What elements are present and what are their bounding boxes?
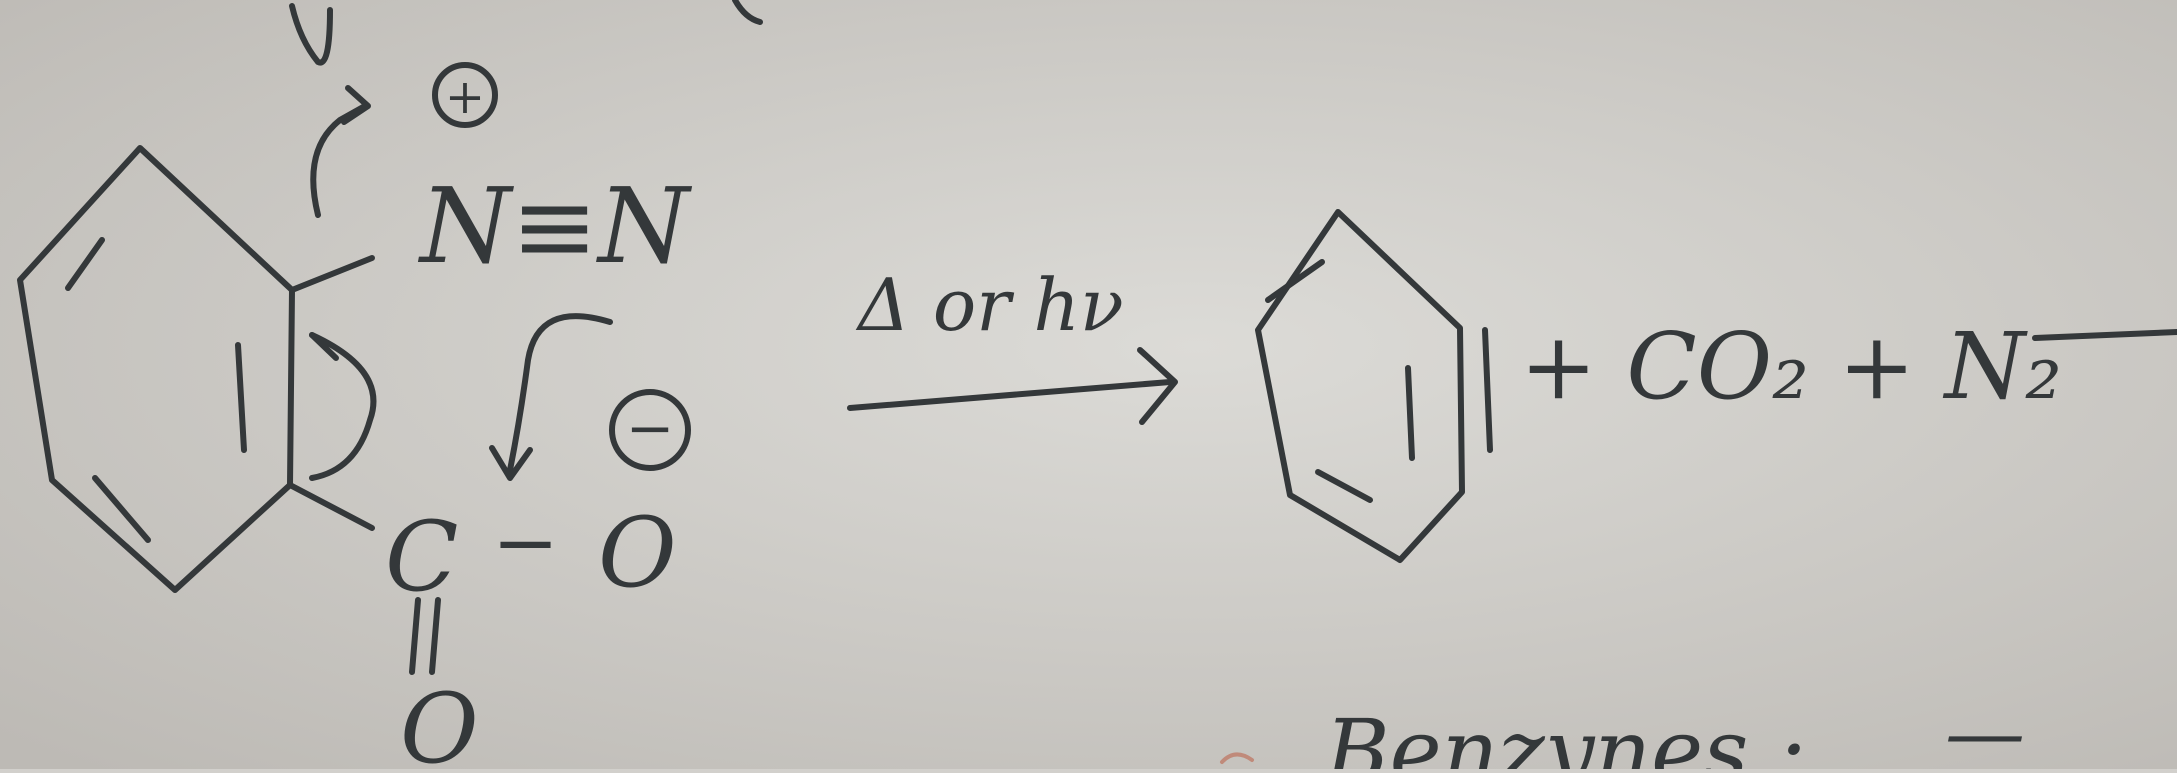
reaction-arrow-line — [847, 379, 1173, 411]
negative-charge: − — [626, 394, 675, 462]
curved-arrow-to-cation — [310, 103, 368, 218]
curved-arrow-head-2 — [309, 332, 339, 361]
benzyne-product — [1255, 209, 1493, 563]
carbonyl-oxygen: O — [400, 673, 479, 769]
diazonium-group: N≡N — [417, 165, 692, 287]
curved-arrow-head-3 — [489, 445, 533, 481]
curved-arrow-in-ring — [309, 332, 377, 481]
carbon-oxygen-single-bond: − — [492, 496, 559, 589]
ring-to-nitrogen-bond — [289, 255, 375, 293]
byproducts: + CO₂ + N₂ — [1520, 313, 2062, 420]
carboxyl-carbon: C — [385, 501, 458, 613]
ring-inner-double-bond-3 — [92, 475, 151, 543]
benzyne-inner-double-bond-1 — [1265, 259, 1325, 303]
top-ink-fragment-2 — [732, 0, 763, 25]
red-ink-mark — [1220, 752, 1254, 764]
benzyne-inner-double-bond-3 — [1315, 469, 1373, 503]
carbonyl-double-bond-2 — [429, 597, 441, 675]
carboxylate-oxygen: O — [598, 497, 677, 609]
ring-inner-double-bond-2 — [235, 342, 247, 453]
positive-charge: + — [445, 69, 485, 125]
ring-to-carboxyl-bond — [287, 482, 375, 531]
underline-stroke — [2032, 329, 2177, 341]
negative-charge-circle — [609, 389, 691, 471]
ring-inner-double-bond-1 — [65, 237, 105, 291]
carbonyl-double-bond-1 — [409, 597, 421, 675]
reaction-arrow-head — [1137, 347, 1178, 425]
reactant-molecule: + − N≡N C − O O — [17, 62, 692, 773]
section-heading: Benzynes : — [1323, 700, 1806, 769]
reaction-arrow-group: Δ or hν — [847, 263, 1178, 425]
benzyne-inner-double-bond-2 — [1405, 365, 1415, 461]
benzyne-triple-bond-line — [1482, 327, 1493, 453]
curved-arrow-head-1 — [341, 85, 371, 125]
curved-arrow-from-oxygen — [507, 313, 613, 473]
top-ink-fragment — [289, 3, 333, 66]
heading-dash: — — [1945, 686, 2025, 769]
benzyne-ring — [1255, 209, 1465, 563]
reaction-condition: Δ or hν — [855, 263, 1124, 347]
positive-charge-circle — [432, 62, 498, 128]
